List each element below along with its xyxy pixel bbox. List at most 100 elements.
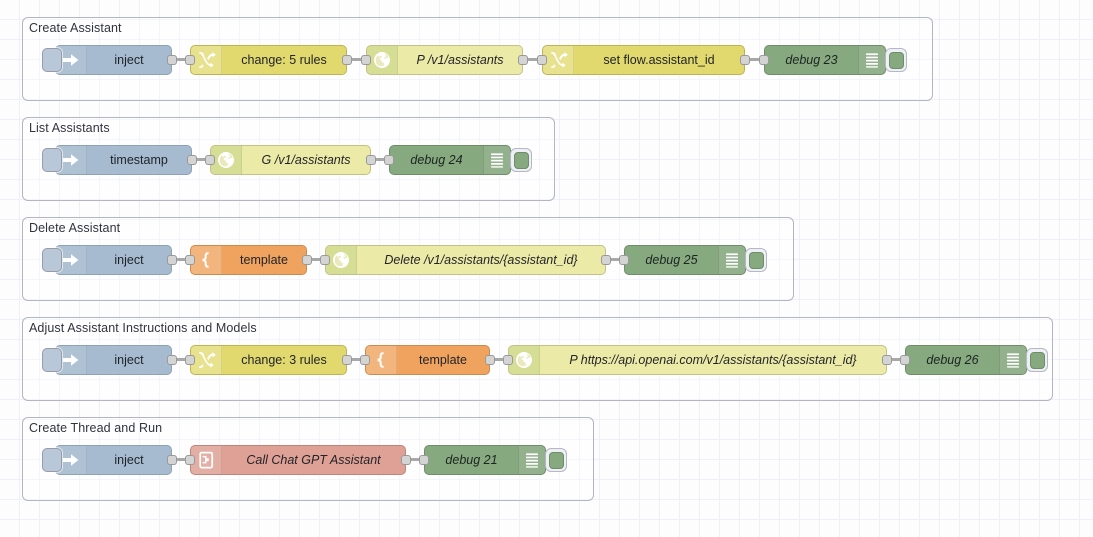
node-label: inject — [114, 353, 144, 367]
inject-trigger-button[interactable] — [42, 448, 62, 472]
flow-node-debug[interactable]: debug 24 — [384, 145, 532, 175]
debug-lines-icon — [483, 146, 510, 174]
node-wire[interactable] — [192, 158, 210, 161]
flow-node-template[interactable]: template — [360, 345, 495, 375]
node-label: debug 26 — [926, 353, 979, 367]
node-wire[interactable] — [524, 58, 542, 61]
inject-trigger-button[interactable] — [42, 248, 62, 272]
node-wire[interactable] — [347, 358, 365, 361]
node-wire[interactable] — [172, 358, 190, 361]
node-label: timestamp — [110, 153, 168, 167]
node-label: inject — [114, 53, 144, 67]
node-output-port[interactable] — [366, 155, 376, 165]
node-input-port[interactable] — [503, 355, 513, 365]
node-wire[interactable] — [172, 458, 190, 461]
node-output-port[interactable] — [601, 255, 611, 265]
flow-node-debug[interactable]: debug 26 — [900, 345, 1048, 375]
flow-node-inject[interactable]: timestamp — [42, 145, 197, 175]
node-output-port[interactable] — [518, 55, 528, 65]
node-output-port[interactable] — [882, 355, 892, 365]
node-output-port[interactable] — [167, 355, 177, 365]
node-output-port[interactable] — [342, 355, 352, 365]
inject-trigger-button[interactable] — [42, 48, 62, 72]
node-wire[interactable] — [172, 258, 190, 261]
node-wire[interactable] — [172, 58, 190, 61]
node-input-port[interactable] — [759, 55, 769, 65]
node-output-port[interactable] — [302, 255, 312, 265]
debug-toggle-button[interactable] — [885, 48, 907, 72]
flow-node-template[interactable]: template — [185, 245, 312, 275]
node-input-port[interactable] — [205, 155, 215, 165]
inject-trigger-button[interactable] — [42, 348, 62, 372]
debug-toggle-button[interactable] — [545, 448, 567, 472]
node-label: G /v1/assistants — [261, 153, 351, 167]
flow-node-inject[interactable]: inject — [42, 45, 177, 75]
node-input-port[interactable] — [419, 455, 429, 465]
node-input-port[interactable] — [619, 255, 629, 265]
node-output-port[interactable] — [167, 455, 177, 465]
debug-lines-icon — [999, 346, 1026, 374]
node-label: debug 23 — [785, 53, 838, 67]
node-wire[interactable] — [406, 458, 424, 461]
node-input-port[interactable] — [900, 355, 910, 365]
node-label: template — [240, 253, 288, 267]
node-label: template — [419, 353, 467, 367]
node-wire[interactable] — [490, 358, 508, 361]
node-output-port[interactable] — [740, 55, 750, 65]
node-output-port[interactable] — [401, 455, 411, 465]
node-input-port[interactable] — [360, 355, 370, 365]
node-input-port[interactable] — [320, 255, 330, 265]
node-input-port[interactable] — [185, 55, 195, 65]
flow-node-debug[interactable]: debug 21 — [419, 445, 567, 475]
node-input-port[interactable] — [185, 455, 195, 465]
flow-node-debug[interactable]: debug 25 — [619, 245, 767, 275]
node-output-port[interactable] — [167, 255, 177, 265]
node-input-port[interactable] — [185, 255, 195, 265]
node-input-port[interactable] — [537, 55, 547, 65]
node-output-port[interactable] — [187, 155, 197, 165]
flow-node-change[interactable]: set flow.assistant_id — [537, 45, 750, 75]
node-output-port[interactable] — [342, 55, 352, 65]
debug-toggle-button[interactable] — [510, 148, 532, 172]
node-input-port[interactable] — [185, 355, 195, 365]
node-label: change: 5 rules — [241, 53, 327, 67]
group-label: Create Assistant — [29, 21, 122, 35]
debug-toggle-indicator — [748, 251, 764, 269]
globe-icon — [211, 146, 242, 174]
globe-icon — [326, 246, 357, 274]
node-wire[interactable] — [307, 258, 325, 261]
debug-lines-icon — [718, 246, 745, 274]
debug-toggle-button[interactable] — [745, 248, 767, 272]
flow-node-fn[interactable]: Call Chat GPT Assistant — [185, 445, 411, 475]
node-wire[interactable] — [746, 58, 764, 61]
globe-icon — [367, 46, 398, 74]
node-wire[interactable] — [371, 158, 389, 161]
flow-node-change[interactable]: change: 3 rules — [185, 345, 352, 375]
debug-lines-icon — [858, 46, 885, 74]
debug-toggle-indicator — [1029, 351, 1045, 369]
node-wire[interactable] — [606, 258, 624, 261]
node-wire[interactable] — [887, 358, 905, 361]
node-input-port[interactable] — [384, 155, 394, 165]
flow-node-inject[interactable]: inject — [42, 345, 177, 375]
flow-node-http[interactable]: Delete /v1/assistants/{assistant_id} — [320, 245, 611, 275]
inject-trigger-button[interactable] — [42, 148, 62, 172]
flow-node-change[interactable]: change: 5 rules — [185, 45, 352, 75]
flow-node-http[interactable]: P https://api.openai.com/v1/assistants/{… — [503, 345, 892, 375]
shuffle-icon — [191, 346, 222, 374]
node-label: debug 21 — [445, 453, 498, 467]
node-output-port[interactable] — [485, 355, 495, 365]
flow-node-http[interactable]: G /v1/assistants — [205, 145, 376, 175]
node-label: change: 3 rules — [241, 353, 327, 367]
node-label: set flow.assistant_id — [603, 53, 715, 67]
flow-node-http[interactable]: P /v1/assistants — [361, 45, 528, 75]
debug-toggle-button[interactable] — [1026, 348, 1048, 372]
node-wire[interactable] — [348, 58, 366, 61]
node-input-port[interactable] — [361, 55, 371, 65]
node-output-port[interactable] — [167, 55, 177, 65]
group-label: Adjust Assistant Instructions and Models — [29, 321, 257, 335]
flow-node-debug[interactable]: debug 23 — [759, 45, 907, 75]
flow-node-inject[interactable]: inject — [42, 245, 177, 275]
flow-node-inject[interactable]: inject — [42, 445, 177, 475]
